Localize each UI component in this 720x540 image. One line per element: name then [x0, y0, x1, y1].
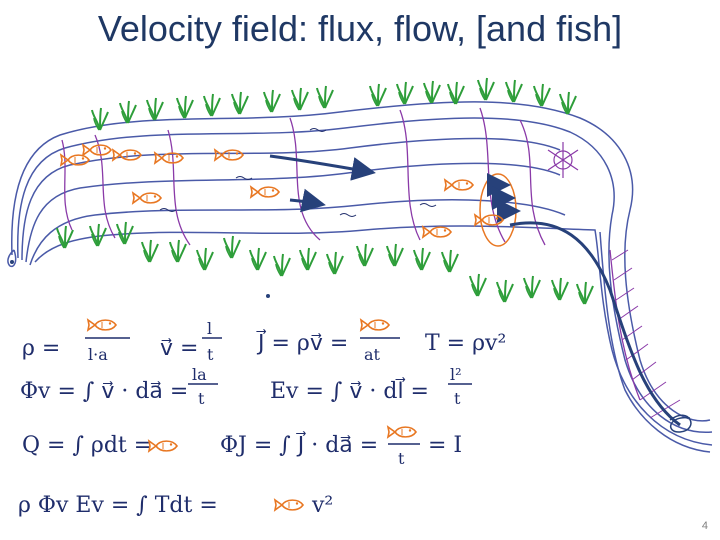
seaweed-icon	[119, 100, 137, 124]
seaweed-icon	[533, 83, 551, 107]
sun-scribble	[547, 142, 579, 178]
seaweed-icon	[423, 80, 441, 104]
seaweed-icon	[447, 81, 465, 105]
swirl-scribble	[669, 414, 692, 433]
arrow-icon	[269, 154, 376, 181]
seaweed-icon	[116, 221, 134, 245]
seaweed-icon	[176, 95, 194, 119]
seaweed-bottom-row	[56, 221, 594, 305]
equation-tension: T = ρv²	[425, 331, 506, 356]
equations-block: ρ = l·a v⃗ = l t J⃗ = ρv⃗ = at T = ρv² Φ…	[18, 319, 506, 518]
seaweed-icon	[369, 83, 387, 107]
seaweed-icon	[291, 87, 309, 111]
seaweed-icon	[396, 81, 414, 105]
slide-number: 4	[701, 520, 708, 532]
fish-icon	[112, 149, 142, 161]
seaweed-icon	[559, 91, 577, 115]
seaweed-icon	[231, 91, 249, 115]
arrow-icon	[289, 188, 326, 213]
seaweed-icon	[576, 281, 594, 305]
fish-icon	[87, 319, 117, 331]
seaweed-icon	[469, 273, 487, 297]
seaweed-icon	[326, 251, 344, 275]
equation-flux-j-current: = I	[428, 433, 462, 458]
equation-flux-v: Φv = ∫ v⃗ · da⃗ =	[20, 379, 188, 404]
ripple-marks	[159, 128, 437, 217]
equation-charge: Q = ∫ ρdt =	[22, 433, 152, 458]
stream-channel	[7, 101, 713, 453]
ink-dot	[266, 294, 270, 298]
seaweed-icon	[523, 275, 541, 299]
equation-emf-v-den: t	[454, 389, 461, 408]
equation-emf-v: Ev = ∫ v⃗ · dl⃗ =	[270, 377, 429, 404]
seaweed-icon	[249, 247, 267, 271]
equation-current-density-den: at	[364, 345, 381, 364]
seaweed-icon	[441, 249, 459, 273]
equation-energy: ρ Φv Ev = ∫ Tdt =	[18, 493, 218, 518]
equation-velocity-num: l	[207, 319, 212, 338]
seaweed-icon	[223, 235, 241, 259]
seaweed-icon	[316, 85, 334, 109]
fish-icon	[132, 192, 162, 204]
seaweed-icon	[263, 89, 281, 113]
equation-flux-j-den: t	[398, 449, 405, 468]
equation-velocity-den: t	[207, 345, 214, 364]
seaweed-icon	[89, 223, 107, 247]
fish-icon	[422, 226, 452, 238]
equation-energy-v2: v²	[311, 493, 333, 518]
fish-icon	[444, 179, 474, 191]
flow-trajectory	[509, 221, 681, 427]
equation-flux-j: ΦJ = ∫ J⃗ · da⃗ =	[220, 431, 378, 458]
ink-dot	[10, 260, 14, 264]
equation-emf-v-num: l²	[450, 365, 462, 384]
seaweed-icon	[169, 239, 187, 263]
equation-flux-v-den: t	[198, 389, 205, 408]
seaweed-icon	[496, 279, 514, 303]
seaweed-icon	[551, 277, 569, 301]
seaweed-icon	[413, 247, 431, 271]
fish-icon	[214, 149, 244, 161]
fish-icon	[82, 144, 112, 156]
fish-icon	[387, 426, 417, 438]
seaweed-top-row	[91, 77, 577, 131]
seaweed-icon	[299, 247, 317, 271]
seaweed-icon	[196, 247, 214, 271]
fish-icon	[274, 499, 304, 511]
equation-flux-v-num: la	[192, 365, 207, 384]
seaweed-icon	[356, 243, 374, 267]
flow-arrows	[269, 154, 521, 223]
fish-icon	[148, 440, 178, 452]
fish-icon	[360, 319, 390, 331]
seaweed-icon	[146, 97, 164, 121]
seaweed-icon	[386, 243, 404, 267]
equation-velocity: v⃗ =	[160, 336, 198, 361]
seaweed-icon	[141, 239, 159, 263]
seaweed-icon	[477, 77, 495, 101]
fish-icon	[250, 186, 280, 198]
equation-rho: ρ =	[22, 336, 60, 361]
seaweed-icon	[273, 253, 291, 277]
equation-rho-den: l·a	[88, 345, 108, 364]
slide-title: Velocity field: flux, flow, [and fish]	[97, 8, 623, 49]
fish-icon	[474, 214, 504, 226]
hatched-region	[611, 249, 681, 419]
wave-fronts	[61, 107, 641, 401]
seaweed-icon	[505, 79, 523, 103]
seaweed-icon	[203, 93, 221, 117]
equation-current-density: J⃗ = ρv⃗ =	[256, 329, 349, 356]
